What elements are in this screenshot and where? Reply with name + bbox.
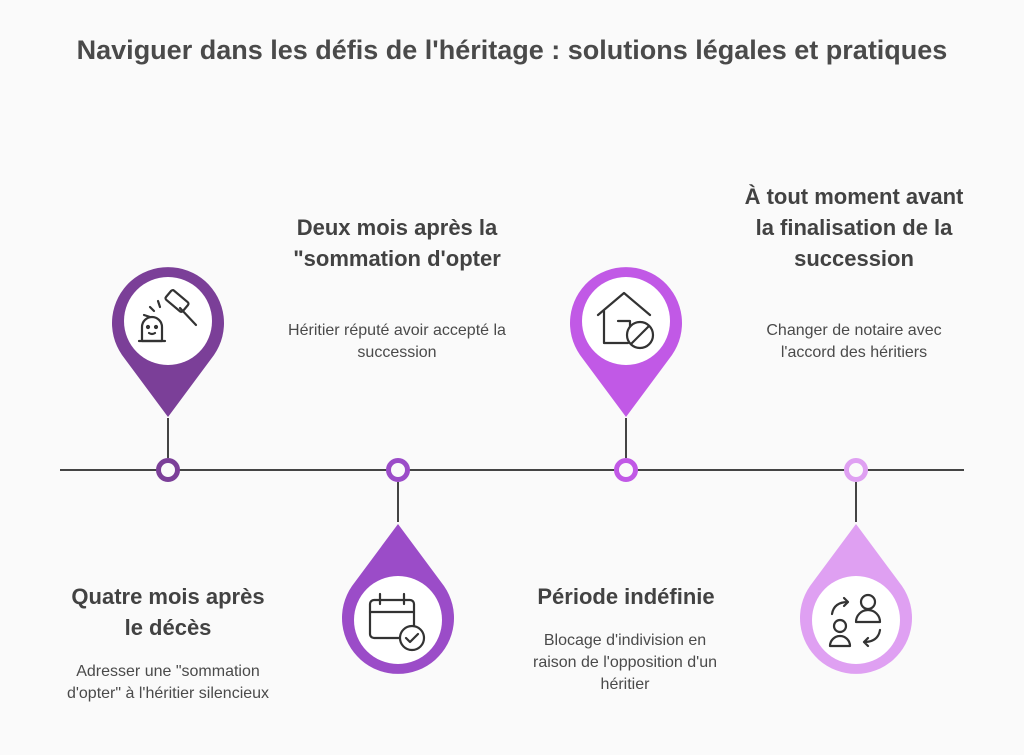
step-1-title: Quatre mois après le décès xyxy=(71,584,265,640)
step-2-title: Deux mois après la "sommation d'opter xyxy=(293,215,501,271)
timeline-axis xyxy=(60,469,964,471)
step-4-pin xyxy=(798,522,914,678)
step-2-node xyxy=(386,458,410,482)
calendar-check-icon xyxy=(368,592,426,652)
step-4-connector xyxy=(855,482,857,522)
step-4-description: Changer de notaire avec l'accord des hér… xyxy=(766,322,942,361)
house-blocked-icon xyxy=(596,291,655,350)
people-swap-icon xyxy=(828,593,882,648)
step-3-connector xyxy=(625,418,627,458)
diagram-title: Naviguer dans les défis de l'héritage : … xyxy=(76,35,948,65)
step-4-node xyxy=(844,458,868,482)
step-2-connector xyxy=(397,482,399,522)
step-1-description: Adresser une "sommation d'opter" à l'hér… xyxy=(66,663,270,702)
step-2-pin xyxy=(340,522,456,678)
gavel-ghost-icon xyxy=(137,289,198,343)
step-4-title: À tout moment avant la finalisation de l… xyxy=(744,184,964,271)
step-3-title: Période indéfinie xyxy=(537,584,715,609)
step-1-node xyxy=(156,458,180,482)
step-3-description: Blocage d'indivision en raison de l'oppo… xyxy=(532,632,717,693)
step-1-connector xyxy=(167,418,169,458)
step-2-description: Héritier réputé avoir accepté la success… xyxy=(288,322,506,361)
step-3-pin xyxy=(568,263,684,419)
step-1-pin xyxy=(110,263,226,419)
step-3-node xyxy=(614,458,638,482)
